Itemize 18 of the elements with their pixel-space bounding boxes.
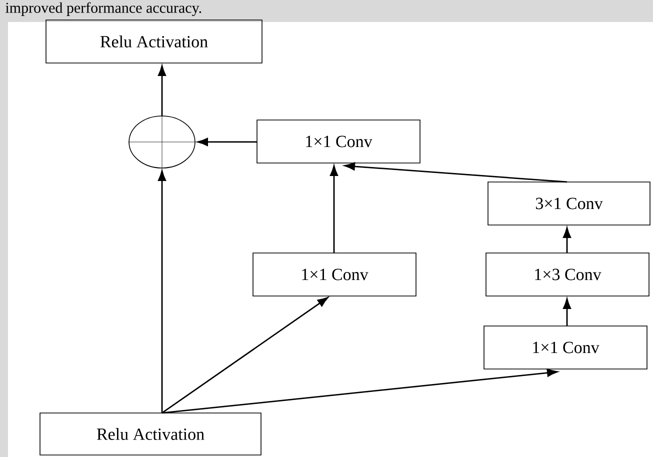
layer-box: Relu Activation xyxy=(40,412,262,456)
layer-box: 1×3 Conv xyxy=(486,252,650,296)
arrow xyxy=(197,138,257,146)
arrow xyxy=(344,162,568,183)
arrow xyxy=(158,170,166,413)
arrow xyxy=(330,165,338,253)
sum-symbol xyxy=(128,115,196,169)
arrow xyxy=(562,298,572,326)
arrow xyxy=(162,297,328,414)
layer-box: 1×1 Conv xyxy=(252,252,416,296)
arrow xyxy=(562,227,572,253)
arrow xyxy=(162,368,558,414)
caption-text: improved performance accuracy. xyxy=(6,2,202,16)
layer-box: 1×1 Conv xyxy=(256,120,420,164)
arrow xyxy=(158,65,166,116)
layer-box: 3×1 Conv xyxy=(488,182,650,226)
layer-box: Relu Activation xyxy=(46,20,262,64)
layer-box: 1×1 Conv xyxy=(484,326,648,370)
